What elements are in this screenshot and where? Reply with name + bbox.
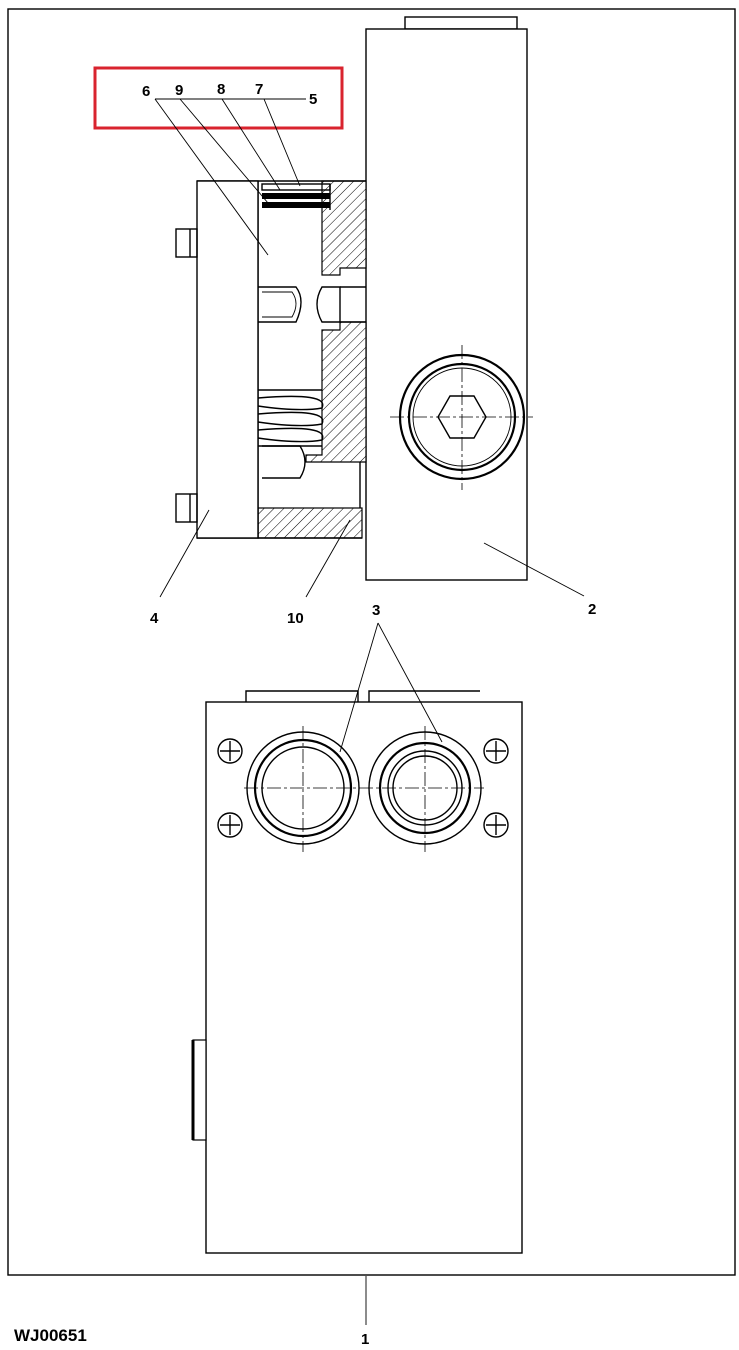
callout-highlight-box	[93, 66, 344, 130]
cartridge-section-view	[175, 180, 367, 539]
callout-4: 4	[150, 610, 159, 627]
callout-10: 10	[287, 610, 304, 627]
valve-body-front-view	[191, 690, 523, 1254]
callout-5: 5	[309, 91, 317, 108]
callout-7: 7	[255, 81, 263, 98]
leader-lines-top	[154, 98, 585, 598]
callout-8: 8	[217, 81, 225, 98]
leader-lines-bottom	[339, 622, 443, 1325]
figure-reference-code: WJ00651	[14, 1326, 87, 1345]
callout-9: 9	[175, 82, 183, 99]
callout-3: 3	[372, 602, 380, 619]
plug-port-view	[390, 345, 533, 490]
valve-body-side-view	[365, 16, 528, 581]
callout-1: 1	[361, 1331, 369, 1348]
callout-6: 6	[142, 83, 150, 100]
drawing-frame	[7, 8, 736, 1276]
callout-2: 2	[588, 601, 596, 618]
